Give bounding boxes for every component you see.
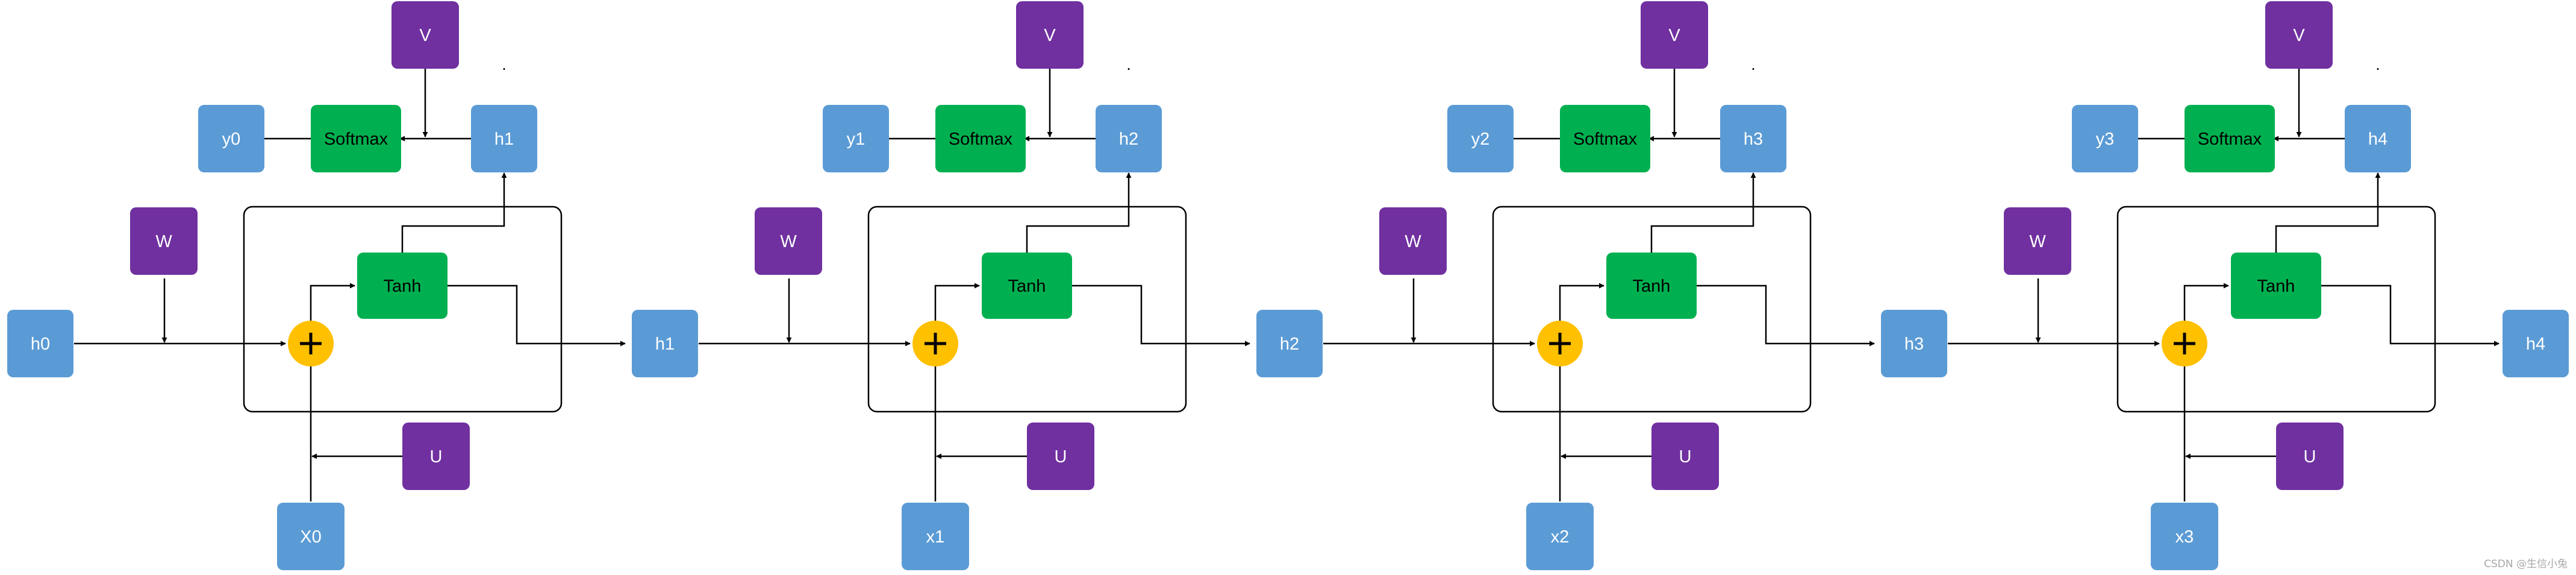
hidden-state-output-label: h2 [1119,130,1138,149]
weight-u: U [402,423,470,490]
weight-w: W [755,207,822,275]
softmax-node-label: Softmax [2198,130,2262,149]
tanh-node: Tanh [1606,253,1697,319]
weight-w-label: W [780,232,797,251]
output-y: y3 [2072,105,2138,172]
tanh-to-hidden-out-edge [1697,284,1875,347]
rnn-cell-frame [867,206,1187,413]
watermark: CSDN @生信小兔 [2484,558,2568,570]
softmax-node: Softmax [2185,105,2275,172]
rnn-cell-frame [1492,206,1812,413]
hidden-state-final-label: h4 [2526,335,2545,354]
output-y: y1 [823,105,889,172]
sum-to-tanh-edge [1559,283,1605,331]
output-y: y0 [198,105,264,172]
hidden-state-output: h3 [1720,105,1786,172]
softmax-node: Softmax [935,105,1026,172]
sum-node [912,321,958,366]
tanh-node-label: Tanh [1008,277,1046,296]
softmax-node-label: Softmax [949,130,1013,149]
tanh-node-label: Tanh [384,277,422,296]
output-y-label: y3 [2096,130,2115,149]
input-x-label: x2 [1551,527,1570,547]
tanh-to-output-hidden-edge [2275,172,2381,253]
sum-node [288,321,334,366]
hidden-state-input-label: h1 [655,335,675,354]
tanh-node: Tanh [982,253,1072,319]
weight-w: W [1379,207,1447,275]
rnn-cell-frame [2116,206,2436,413]
weight-w-label: W [155,232,172,251]
weight-u: U [1651,423,1719,490]
weight-w-label: W [1405,232,1421,251]
input-x: x1 [902,503,969,570]
input-x: x2 [1526,503,1594,570]
sum-to-tanh-edge [2183,283,2229,331]
weight-v-label: V [2293,26,2305,45]
weight-w-label: W [2029,232,2046,251]
softmax-node-label: Softmax [324,130,388,149]
input-x: X0 [277,503,345,570]
tanh-to-hidden-out-edge [2321,284,2500,347]
tanh-node-label: Tanh [1633,277,1671,296]
weight-v: V [2265,1,2333,69]
weight-v: V [1016,1,1084,69]
tanh-node: Tanh [357,253,448,319]
sum-to-tanh-edge [310,283,355,331]
input-x-label: x1 [926,527,945,547]
hidden-state-input: h2 [1256,310,1323,377]
tanh-to-output-hidden-edge [1650,172,1756,253]
tanh-node: Tanh [2231,253,2321,319]
hidden-state-input: h0 [7,310,73,377]
hidden-state-input: h3 [1881,310,1947,377]
output-y-label: y1 [847,130,865,149]
sum-node [2162,321,2207,366]
rnn-cell-frame [243,206,563,413]
input-x-label: x3 [2175,527,2194,547]
weight-u-label: U [1055,447,1067,467]
weight-u-label: U [2304,447,2316,467]
hidden-state-output: h1 [471,105,537,172]
weight-v-label: V [419,26,431,45]
hidden-state-output-label: h4 [2368,130,2387,149]
weight-v-label: V [1668,26,1680,45]
hidden-state-input-label: h2 [1280,335,1299,354]
input-x-label: X0 [300,527,321,547]
output-y-label: y2 [1471,130,1490,149]
input-x: x3 [2151,503,2218,570]
weight-w: W [130,207,198,275]
tanh-to-hidden-out-edge [1072,284,1250,347]
sum-to-tanh-edge [934,283,980,331]
weight-w: W [2004,207,2071,275]
tanh-to-output-hidden-edge [401,172,507,253]
output-y: y2 [1447,105,1514,172]
softmax-node: Softmax [311,105,401,172]
hidden-state-input-label: h0 [31,335,50,354]
weight-v-label: V [1044,26,1056,45]
hidden-state-output-label: h1 [494,130,514,149]
hidden-state-output: h2 [1096,105,1162,172]
weight-u: U [1027,423,1094,490]
hidden-state-input-label: h3 [1904,335,1924,354]
output-y-label: y0 [222,130,241,149]
tanh-to-output-hidden-edge [1026,172,1132,253]
tanh-node-label: Tanh [2257,277,2295,296]
weight-u: U [2276,423,2344,490]
weight-v: V [1641,1,1708,69]
sum-node [1537,321,1583,366]
tanh-to-hidden-out-edge [448,284,626,347]
hidden-state-output: h4 [2345,105,2411,172]
softmax-node: Softmax [1560,105,1650,172]
hidden-state-final: h4 [2503,310,2569,377]
weight-u-label: U [1679,447,1692,467]
hidden-state-input: h1 [632,310,698,377]
weight-v: V [391,1,459,69]
softmax-node-label: Softmax [1573,130,1638,149]
weight-u-label: U [430,447,443,467]
hidden-state-output-label: h3 [1744,130,1763,149]
